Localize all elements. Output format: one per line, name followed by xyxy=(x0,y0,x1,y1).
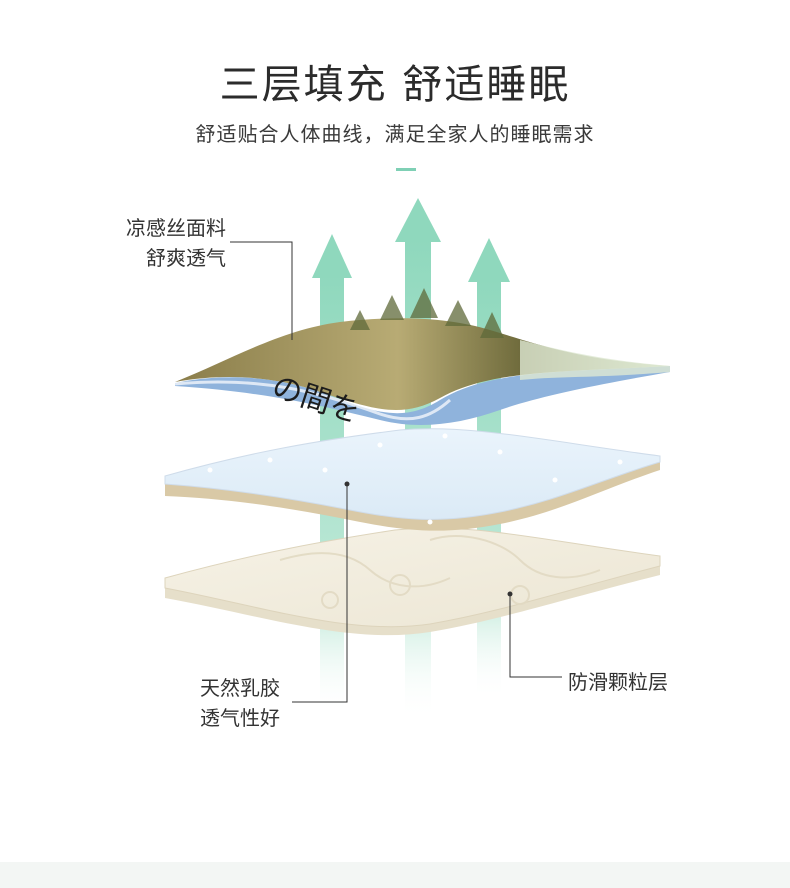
callout-cooling-fabric-line1: 凉感丝面料 xyxy=(126,216,226,240)
footer-band xyxy=(0,862,790,888)
leader-line-top xyxy=(230,241,293,340)
cooling-fabric-layer: の間を xyxy=(174,288,670,430)
callout-latex-line2: 透气性好 xyxy=(200,706,280,730)
leader-line-bottom xyxy=(509,594,562,678)
callout-anti-slip: 防滑颗粒层 xyxy=(568,670,668,694)
leader-dot-bottom xyxy=(507,591,513,597)
anti-slip-layer xyxy=(164,527,661,636)
leader-line-middle xyxy=(292,484,348,703)
callout-latex: 天然乳胶 透气性好 xyxy=(160,673,280,733)
accent-divider xyxy=(396,168,416,171)
callout-cooling-fabric: 凉感丝面料 舒爽透气 xyxy=(100,213,226,273)
callout-cooling-fabric-line2: 舒爽透气 xyxy=(146,246,226,270)
page-title: 三层填充 舒适睡眠 xyxy=(219,62,571,108)
latex-layer xyxy=(164,422,661,531)
page-subtitle: 舒适贴合人体曲线，满足全家人的睡眠需求 xyxy=(195,122,595,146)
leader-dot-middle xyxy=(344,481,350,487)
callout-latex-line1: 天然乳胶 xyxy=(200,676,280,700)
callout-leader-lines xyxy=(230,241,562,703)
